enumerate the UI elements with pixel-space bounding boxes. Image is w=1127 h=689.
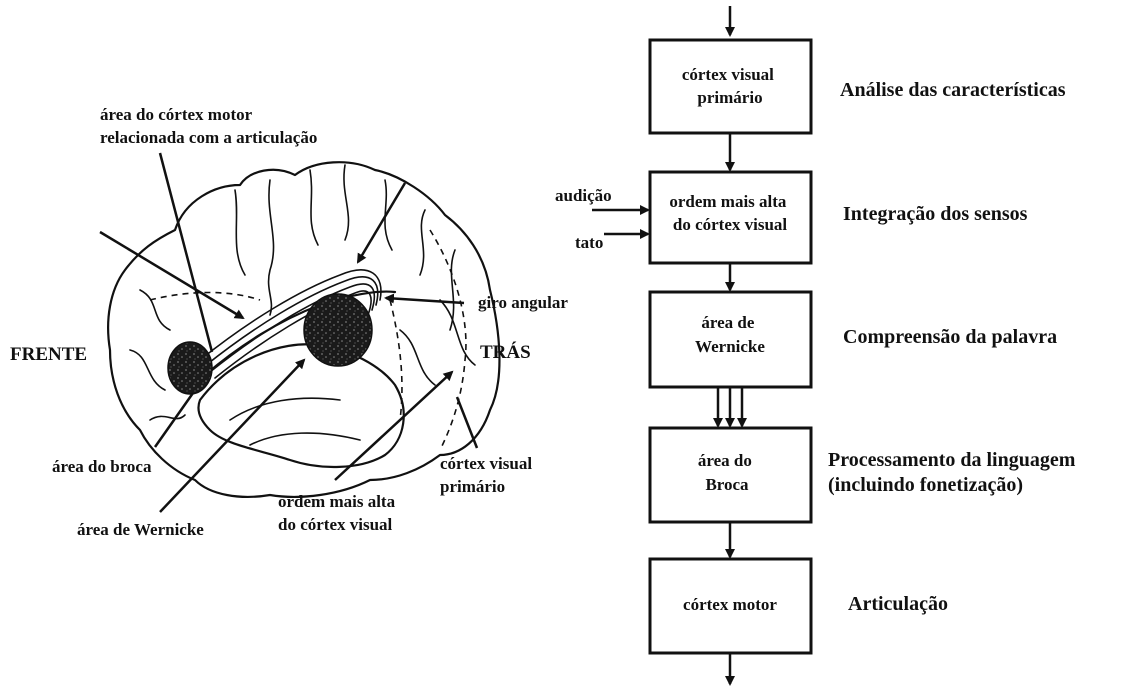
cortical-fold [267, 179, 275, 316]
cortical-fold [399, 329, 436, 386]
lobe-boundary [149, 291, 261, 301]
brain-outline [107, 161, 501, 498]
wernicke-label: área de Wernicke [77, 520, 204, 539]
angular-gyrus-leader [384, 293, 465, 305]
box-broca-area [648, 426, 813, 524]
cortical-fold [249, 432, 361, 446]
cortical-fold [229, 397, 341, 421]
flowchart: córtex visual primário ordem mais alta d… [555, 6, 1080, 686]
stage-word-comprehension: Compreensão da palavra [843, 326, 1057, 348]
lobe-boundary [389, 299, 403, 421]
stage-feature-analysis: Análise das características [840, 79, 1066, 101]
cortical-fold [149, 414, 186, 421]
motor-cortex-label: área do córtex motor relacionada com a a… [100, 105, 317, 147]
box-higher-visual-cortex [648, 170, 813, 265]
primary-visual-label: córtex visual primário [440, 454, 536, 496]
box-wernicke-area [648, 290, 813, 389]
box-primary-visual-cortex [648, 38, 813, 135]
angular-gyrus-label: giro angular [478, 293, 568, 312]
motor-cortex-leader [99, 230, 245, 320]
cortical-fold [439, 299, 476, 366]
box-wernicke-text: área de Wernicke [695, 313, 765, 356]
cortical-fold [343, 164, 350, 241]
stage-sense-integration: Integração dos sensos [843, 203, 1028, 225]
front-label: FRENTE [10, 344, 87, 365]
cortical-fold [234, 189, 246, 276]
higher-visual-leader [334, 370, 454, 481]
box-motor-cortex-text: córtex motor [683, 595, 777, 614]
cortical-fold [129, 349, 166, 391]
higher-visual-label: ordem mais alta do córtex visual [278, 492, 399, 534]
primary-visual-leader [455, 396, 479, 449]
cortical-fold [309, 169, 319, 246]
cortical-fold [419, 209, 426, 276]
box-higher-visual-text: ordem mais alta do córtex visual [669, 192, 790, 234]
back-label: TRÁS [480, 341, 531, 363]
hearing-input-label: audição [555, 186, 612, 205]
stage-language-processing: Processamento da linguagem (incluindo fo… [828, 449, 1080, 496]
stage-articulation: Articulação [848, 593, 948, 615]
box-primary-visual-text: córtex visual primário [682, 65, 778, 107]
touch-input-label: tato [575, 233, 603, 252]
broca-label: área do broca [52, 457, 152, 476]
wernicke-area-shading [303, 293, 373, 367]
box-broca-text: área do Broca [698, 451, 756, 494]
brain-illustration [107, 161, 501, 498]
upper-arrow-leader [356, 182, 407, 264]
motor-cortex-leader [158, 152, 214, 353]
broca-area-shading [167, 341, 213, 395]
lobe-boundary [429, 229, 467, 451]
wernicke-leader [159, 358, 306, 513]
temporal-lobe [197, 343, 405, 469]
broca-leader [153, 392, 195, 448]
cortical-fold [139, 289, 171, 331]
brain-leader-lines [99, 152, 479, 513]
box-motor-cortex [648, 557, 813, 655]
